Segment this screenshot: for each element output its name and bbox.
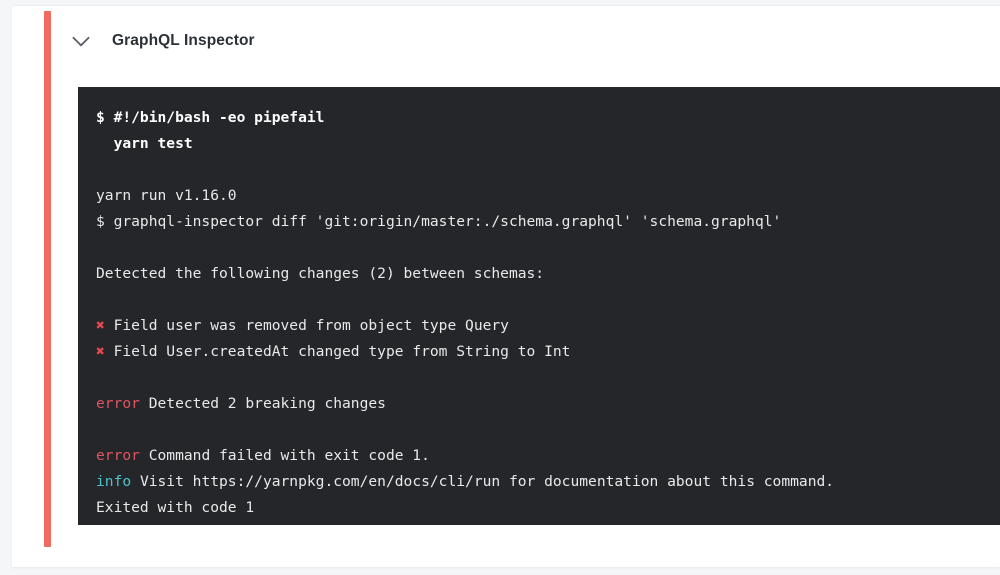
log-line-plain: yarn run v1.16.0 [96, 187, 237, 204]
log-level-label: error [96, 447, 140, 464]
breaking-change-icon: ✖ [96, 317, 105, 334]
log-level-label: info [96, 473, 132, 490]
log-line-plain: Exited with code 1 [96, 499, 255, 516]
log-line-change: ✖ Field User.createdAt changed type from… [96, 339, 1000, 365]
check-title: GraphQL Inspector [112, 32, 255, 49]
log-line-blank [96, 417, 1000, 443]
log-level-label: error [96, 395, 140, 412]
log-line-info: info Visit https://yarnpkg.com/en/docs/c… [96, 469, 1000, 495]
log-line-list: $ #!/bin/bash -eo pipefail yarn test yar… [96, 105, 1000, 521]
check-header[interactable]: GraphQL Inspector [68, 24, 255, 58]
log-line-command: yarn test [96, 135, 193, 152]
log-line-error: error Command failed with exit code 1. [96, 443, 1000, 469]
log-line-text: Field user was removed from object type … [104, 317, 509, 334]
log-line-text: Visit https://yarnpkg.com/en/docs/cli/ru… [131, 473, 835, 490]
log-line-text: Detected 2 breaking changes [139, 395, 386, 412]
breaking-change-icon: ✖ [96, 343, 105, 360]
check-run-card: GraphQL Inspector $ #!/bin/bash -eo pipe… [12, 5, 1000, 567]
log-line-blank [96, 287, 1000, 313]
build-log-console[interactable]: $ #!/bin/bash -eo pipefail yarn test yar… [78, 87, 1000, 525]
log-line-blank [96, 365, 1000, 391]
log-line-blank [96, 235, 1000, 261]
log-line-error: error Detected 2 breaking changes [96, 391, 1000, 417]
log-line-change: ✖ Field user was removed from object typ… [96, 313, 1000, 339]
log-line-text: Command failed with exit code 1. [139, 447, 430, 464]
log-line-plain: $ graphql-inspector diff 'git:origin/mas… [96, 213, 782, 230]
log-line-blank [96, 157, 1000, 183]
chevron-down-icon[interactable] [68, 28, 94, 54]
log-line-command: $ #!/bin/bash -eo pipefail [96, 109, 325, 126]
log-line-plain: Detected the following changes (2) betwe… [96, 265, 545, 282]
log-line-text: Field User.createdAt changed type from S… [104, 343, 571, 360]
failure-status-bar [44, 11, 51, 547]
